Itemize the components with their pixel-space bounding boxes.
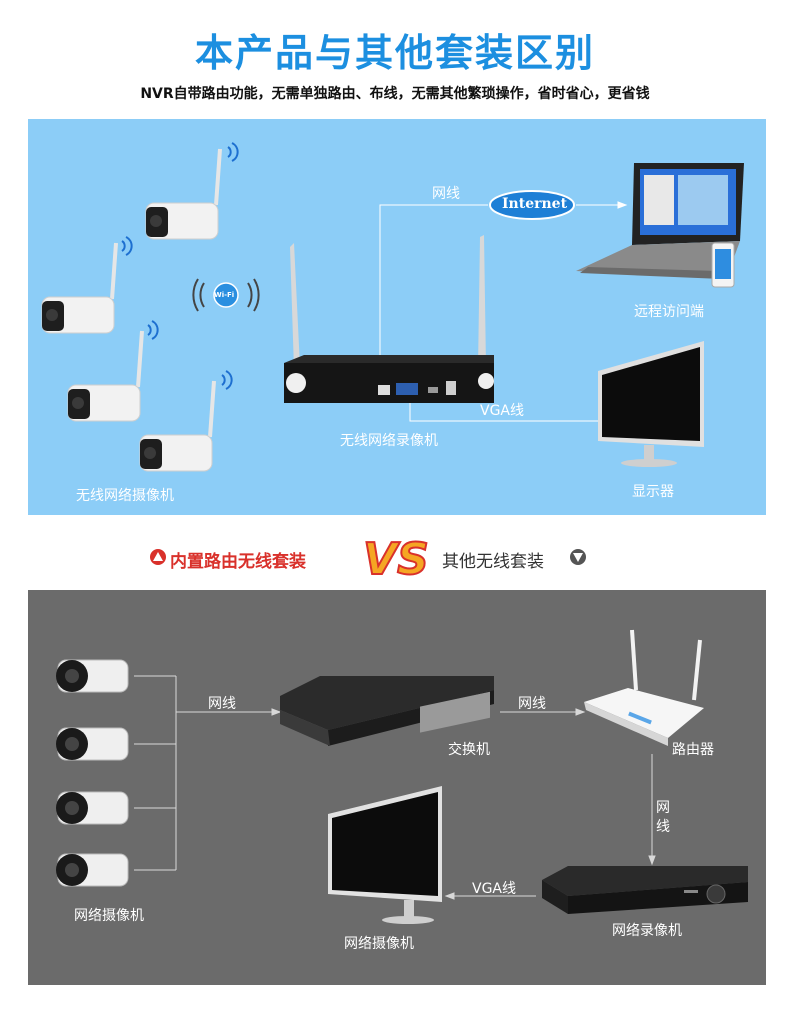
label-switch: 交换机: [448, 742, 490, 758]
network-camera-3: [56, 791, 129, 825]
compare-left-label: 内置路由无线套装: [170, 552, 306, 572]
top-diagram-graphics: [41, 142, 744, 472]
label-network-cameras: 网络摄像机: [74, 908, 144, 924]
internet-badge: [489, 190, 575, 220]
wireless-camera-4: [139, 370, 233, 472]
bottom-diagram-panel: 网线 交换机 网线 路由器 网 线 网络摄像机 VGA线 网络录像机 网络摄像机: [28, 590, 766, 985]
label-router: 路由器: [672, 742, 714, 758]
internet-badge-label: Internet: [502, 196, 568, 212]
label-network-recorder: 网络录像机: [612, 923, 682, 939]
label-remote-access: 远程访问端: [634, 304, 704, 320]
label-bottom-cable-3a: 网: [656, 800, 670, 816]
monitor-device: [598, 341, 704, 467]
label-bottom-vga: VGA线: [472, 881, 517, 897]
triangle-up-icon: [150, 549, 166, 565]
network-switch-device: [280, 676, 494, 746]
label-monitor: 显示器: [632, 484, 674, 500]
triangle-down-icon: [570, 549, 586, 565]
wifi-badge-icon: [192, 278, 260, 312]
label-wireless-nvr: 无线网络录像机: [340, 433, 438, 449]
label-bottom-monitor: 网络摄像机: [344, 936, 414, 952]
network-recorder-device: [542, 866, 748, 914]
bottom-monitor-device: [328, 786, 442, 924]
page-title: 本产品与其他套装区别: [194, 31, 595, 75]
network-camera-2: [56, 727, 129, 761]
label-network-cable: 网线: [432, 186, 460, 202]
top-diagram-panel: 网线 Internet Wi-Fi 远程访问端 无线网络录像机 VGA线 无线网…: [28, 119, 766, 515]
label-bottom-cable-3b: 线: [656, 819, 670, 835]
network-camera-1: [56, 659, 129, 693]
label-vga-cable: VGA线: [480, 403, 525, 419]
router-device: [584, 629, 704, 746]
vs-logo: VS: [362, 533, 430, 586]
label-bottom-cable-2: 网线: [518, 696, 546, 712]
page-subtitle: NVR自带路由功能，无需单独路由、布线，无需其他繁琐操作，省时省心，更省钱: [140, 86, 650, 102]
vs-text: VS: [363, 534, 429, 585]
compare-right-label: 其他无线套装: [442, 552, 544, 572]
wifi-badge-label: Wi-Fi: [214, 291, 235, 299]
label-wireless-cameras: 无线网络摄像机: [76, 488, 174, 504]
wireless-camera-2: [41, 236, 133, 334]
laptop-and-phone: [576, 163, 744, 288]
comparison-row: 内置路由无线套装 VS 其他无线套装: [0, 530, 790, 586]
wireless-camera-1: [145, 142, 239, 240]
label-bottom-cable-1: 网线: [208, 696, 236, 712]
bottom-connection-lines: [134, 675, 656, 900]
bottom-diagram-graphics: [56, 629, 748, 924]
wireless-camera-3: [67, 320, 159, 422]
wireless-nvr-device: [284, 235, 494, 403]
network-camera-4: [56, 853, 129, 887]
